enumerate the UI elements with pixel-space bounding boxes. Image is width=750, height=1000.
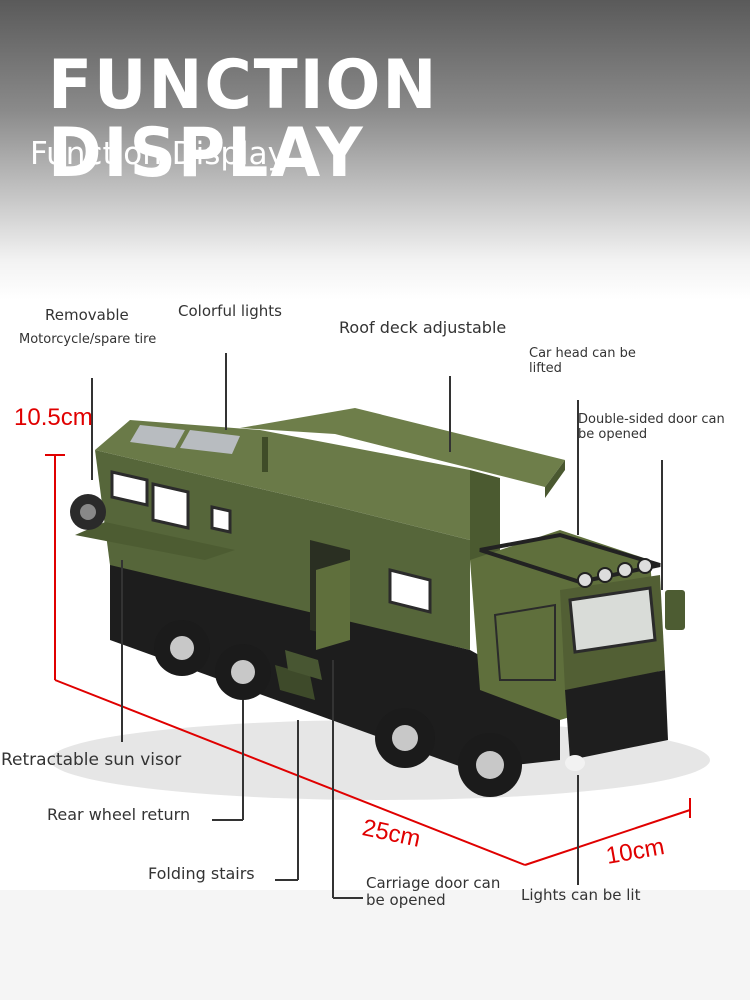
page-title: FUNCTION DISPLAY — [48, 46, 439, 193]
label-motorcycle: Motorcycle/spare tire — [19, 332, 157, 347]
label-car-head: Car head can be lifted — [529, 346, 636, 376]
height-dimension-label: 10.5cm — [14, 404, 93, 431]
label-double-door: Double-sided door can be opened — [578, 412, 725, 442]
label-lights-lit: Lights can be lit — [521, 886, 641, 904]
label-rear-wheel: Rear wheel return — [47, 805, 191, 824]
label-colorful-lights: Colorful lights — [178, 302, 282, 320]
label-carriage-door: Carriage door can be opened — [366, 874, 501, 910]
page-subtitle: Function Display — [30, 136, 286, 172]
label-roof-deck: Roof deck adjustable — [339, 318, 507, 337]
bottom-background — [0, 890, 750, 1000]
label-folding-stairs: Folding stairs — [148, 864, 255, 883]
label-sun-visor: Retractable sun visor — [1, 750, 182, 770]
label-removable: Removable — [45, 306, 129, 324]
